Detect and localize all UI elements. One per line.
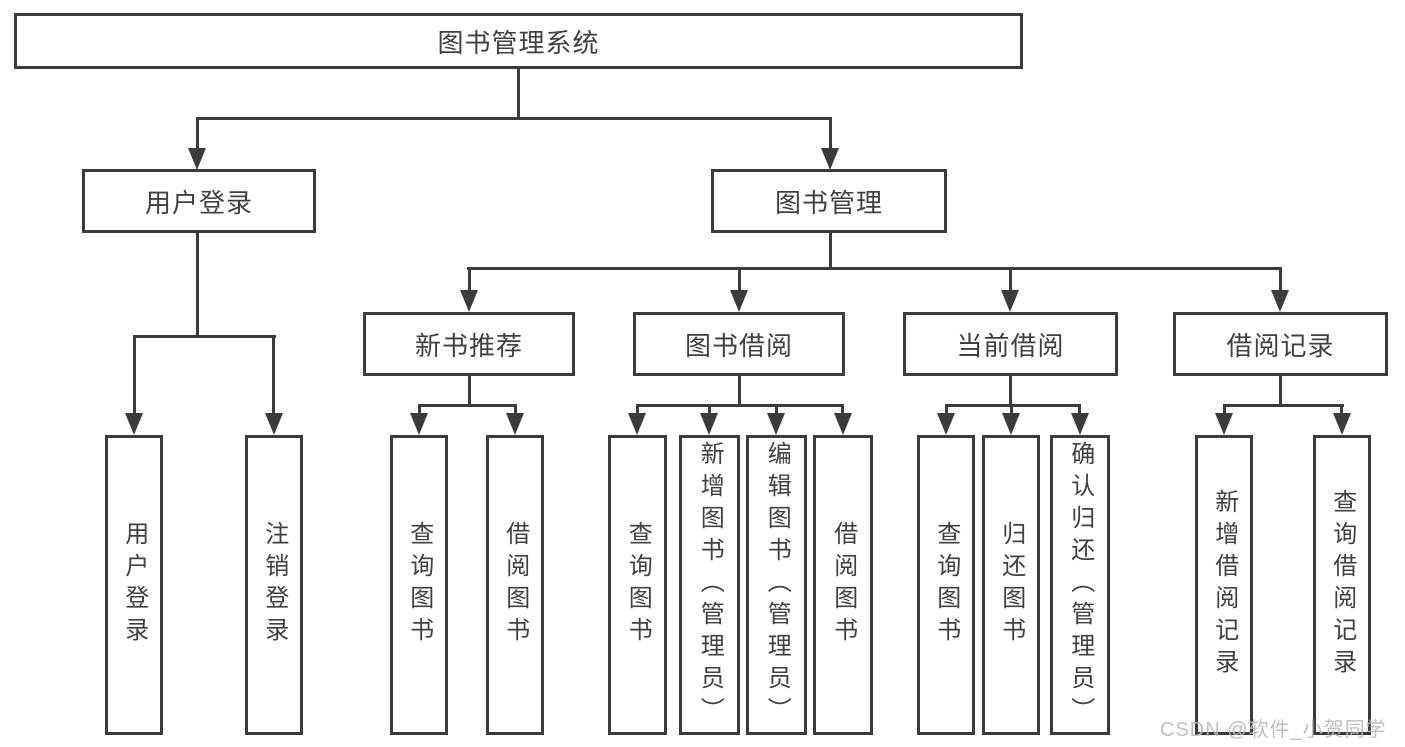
connector-line bbox=[841, 404, 844, 417]
leaf-bb-add-book-admin: 新增图书（管理员） bbox=[679, 435, 740, 735]
arrow-down-icon bbox=[1071, 413, 1089, 435]
arrow-down-icon bbox=[628, 413, 646, 435]
connector-line bbox=[1010, 404, 1013, 417]
connector-line bbox=[514, 404, 517, 417]
arrow-down-icon bbox=[506, 413, 524, 435]
connector-line bbox=[829, 117, 832, 152]
arrow-down-icon bbox=[410, 413, 428, 435]
arrow-down-icon bbox=[821, 148, 839, 170]
arrow-down-icon bbox=[1271, 290, 1289, 312]
node-label: 图书管理 bbox=[774, 187, 883, 218]
arrow-down-icon bbox=[125, 413, 143, 435]
connector-line bbox=[467, 267, 1282, 270]
connector-line bbox=[517, 69, 520, 119]
connector-line bbox=[468, 267, 471, 295]
arrow-down-icon bbox=[1333, 413, 1351, 435]
leaf-user-login: 用户登录 bbox=[105, 435, 163, 735]
arrow-down-icon bbox=[700, 413, 718, 435]
node-label: 当前借阅 bbox=[956, 330, 1065, 361]
connector-line bbox=[1078, 404, 1081, 417]
connector-line bbox=[196, 117, 832, 120]
node-current-borrow: 当前借阅 bbox=[903, 312, 1118, 376]
node-label: 借阅图书 bbox=[501, 521, 529, 649]
node-label: 新增图书（管理员） bbox=[696, 441, 724, 729]
leaf-cb-return-book: 归还图书 bbox=[982, 435, 1040, 735]
arrow-down-icon bbox=[1215, 413, 1233, 435]
connector-line bbox=[708, 404, 711, 417]
arrow-down-icon bbox=[730, 290, 748, 312]
connector-line bbox=[468, 375, 471, 407]
leaf-cb-query-book: 查询图书 bbox=[917, 435, 975, 735]
connector-line bbox=[1009, 375, 1012, 407]
connector-line bbox=[1223, 404, 1226, 417]
leaf-br-add-record: 新增借阅记录 bbox=[1195, 435, 1253, 735]
leaf-logout: 注销登录 bbox=[245, 435, 303, 735]
leaf-bb-borrow-book: 借阅图书 bbox=[813, 435, 873, 735]
node-label: 借阅记录 bbox=[1226, 330, 1335, 361]
connector-line bbox=[738, 375, 741, 407]
arrow-down-icon bbox=[265, 413, 283, 435]
arrow-down-icon bbox=[834, 413, 852, 435]
connector-line bbox=[1009, 267, 1012, 295]
connector-line bbox=[418, 404, 517, 407]
connector-line bbox=[418, 404, 421, 417]
node-label: 新增借阅记录 bbox=[1210, 489, 1238, 681]
connector-line bbox=[829, 232, 832, 270]
connector-line bbox=[945, 404, 1081, 407]
connector-line bbox=[775, 404, 778, 417]
node-label: 图书管理系统 bbox=[437, 27, 600, 58]
leaf-rec-borrow-book: 借阅图书 bbox=[486, 435, 544, 735]
connector-line bbox=[636, 404, 639, 417]
node-library-system: 图书管理系统 bbox=[14, 13, 1023, 69]
csdn-watermark: CSDN @软件_小贺同学 bbox=[1160, 719, 1387, 741]
leaf-bb-edit-book-admin: 编辑图书（管理员） bbox=[746, 435, 807, 735]
connector-line bbox=[1279, 267, 1282, 295]
node-label: 查询图书 bbox=[624, 521, 652, 649]
node-label: 用户登录 bbox=[120, 521, 148, 649]
leaf-bb-query-book: 查询图书 bbox=[608, 435, 667, 735]
arrow-down-icon bbox=[937, 413, 955, 435]
arrow-down-icon bbox=[767, 413, 785, 435]
arrow-down-icon bbox=[1001, 290, 1019, 312]
node-label: 编辑图书（管理员） bbox=[763, 441, 791, 729]
arrow-down-icon bbox=[188, 148, 206, 170]
node-label: 新书推荐 bbox=[414, 330, 523, 361]
node-borrow-records: 借阅记录 bbox=[1173, 312, 1388, 376]
node-new-book-recommend: 新书推荐 bbox=[363, 312, 575, 376]
connector-line bbox=[1279, 375, 1282, 407]
node-label: 查询图书 bbox=[932, 521, 960, 649]
node-label: 归还图书 bbox=[997, 521, 1025, 649]
connector-line bbox=[133, 335, 136, 417]
node-label: 借阅图书 bbox=[829, 521, 857, 649]
connector-line bbox=[133, 335, 276, 338]
leaf-br-query-record: 查询借阅记录 bbox=[1313, 435, 1371, 735]
node-label: 图书借阅 bbox=[684, 330, 793, 361]
connector-line bbox=[945, 404, 948, 417]
leaf-rec-query-book: 查询图书 bbox=[390, 435, 448, 735]
node-label: 注销登录 bbox=[260, 521, 288, 649]
node-user-login: 用户登录 bbox=[82, 169, 316, 233]
connector-line bbox=[1340, 404, 1343, 417]
node-label: 查询图书 bbox=[405, 521, 433, 649]
arrow-down-icon bbox=[460, 290, 478, 312]
node-label: 确认归还（管理员） bbox=[1066, 441, 1094, 729]
connector-line bbox=[196, 232, 199, 338]
node-book-manage: 图书管理 bbox=[711, 169, 947, 233]
connector-line bbox=[196, 117, 199, 152]
connector-line bbox=[738, 267, 741, 295]
node-book-borrow: 图书借阅 bbox=[633, 312, 845, 376]
leaf-cb-confirm-return-admin: 确认归还（管理员） bbox=[1050, 435, 1110, 735]
connector-line bbox=[636, 404, 844, 407]
arrow-down-icon bbox=[1002, 413, 1020, 435]
connector-line bbox=[272, 335, 275, 417]
node-label: 用户登录 bbox=[144, 187, 253, 218]
node-label: 查询借阅记录 bbox=[1328, 489, 1356, 681]
connector-line bbox=[1223, 404, 1344, 407]
